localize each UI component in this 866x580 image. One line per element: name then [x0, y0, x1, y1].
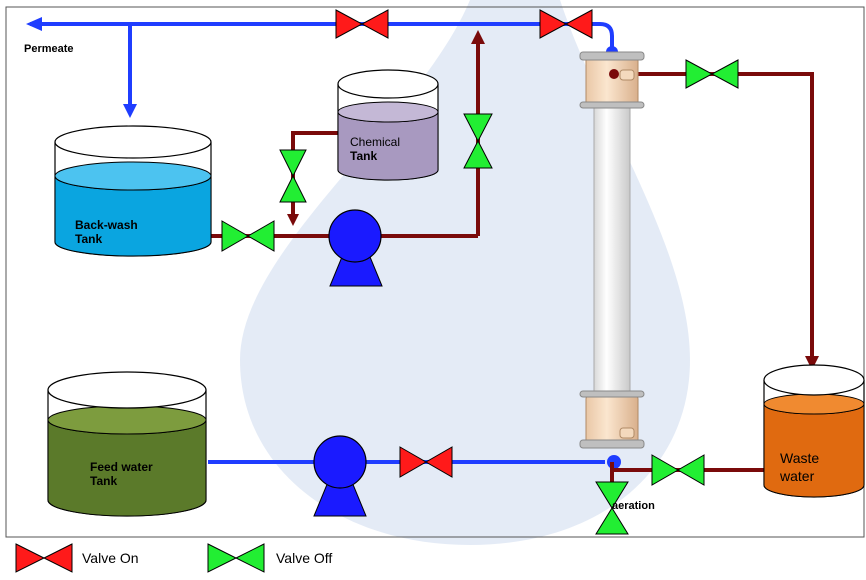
- feed-tank-label-line1: Feed water: [90, 460, 153, 474]
- valve-backwash-tank[interactable]: [221, 220, 275, 252]
- waste-water-tank: [763, 364, 865, 498]
- feed-pump: [313, 435, 367, 517]
- arrow-waste-down: [805, 356, 819, 370]
- valve-chemical[interactable]: [279, 149, 307, 203]
- valve-permeate-2[interactable]: [539, 9, 593, 39]
- backwash-tank: [54, 125, 212, 257]
- arrow-chemical-down: [287, 214, 299, 226]
- background-watermark: [240, 0, 690, 545]
- valve-aeration[interactable]: [595, 481, 629, 535]
- feed-water-tank: [47, 371, 207, 517]
- permeate-arrow-down: [123, 104, 137, 118]
- waste-tank-label-line1: Waste: [780, 450, 820, 466]
- backwash-tank-label-line2: Tank: [75, 232, 103, 246]
- arrow-up-to-permeate: [471, 30, 485, 44]
- legend-valve-off-icon: [207, 543, 265, 573]
- waste-tank-label-line2: water: [780, 468, 815, 484]
- chemical-tank-label-line1: Chemical: [350, 135, 401, 149]
- valve-concentrate[interactable]: [685, 59, 739, 89]
- permeate-label: Permeate: [24, 43, 74, 55]
- backwash-tank-label-line1: Back-wash: [75, 218, 138, 232]
- feed-tank-label-line2: Tank: [90, 474, 118, 488]
- valve-backwash-riser[interactable]: [463, 113, 493, 169]
- backwash-pump: [328, 209, 383, 287]
- permeate-arrow-left: [26, 17, 42, 31]
- chemical-tank: [337, 69, 439, 181]
- valve-permeate-1[interactable]: [335, 9, 389, 39]
- legend-valve-on-icon: [15, 543, 73, 573]
- valve-drain[interactable]: [651, 454, 705, 486]
- legend-valve-on-label: Valve On: [82, 550, 139, 566]
- diagram-frame: [5, 6, 865, 538]
- chemical-tank-label-line2: Tank: [350, 149, 378, 163]
- aeration-label: aeration: [612, 500, 655, 512]
- membrane-module: [579, 51, 645, 449]
- valve-feed[interactable]: [399, 446, 453, 478]
- legend-valve-off-label: Valve Off: [276, 550, 333, 566]
